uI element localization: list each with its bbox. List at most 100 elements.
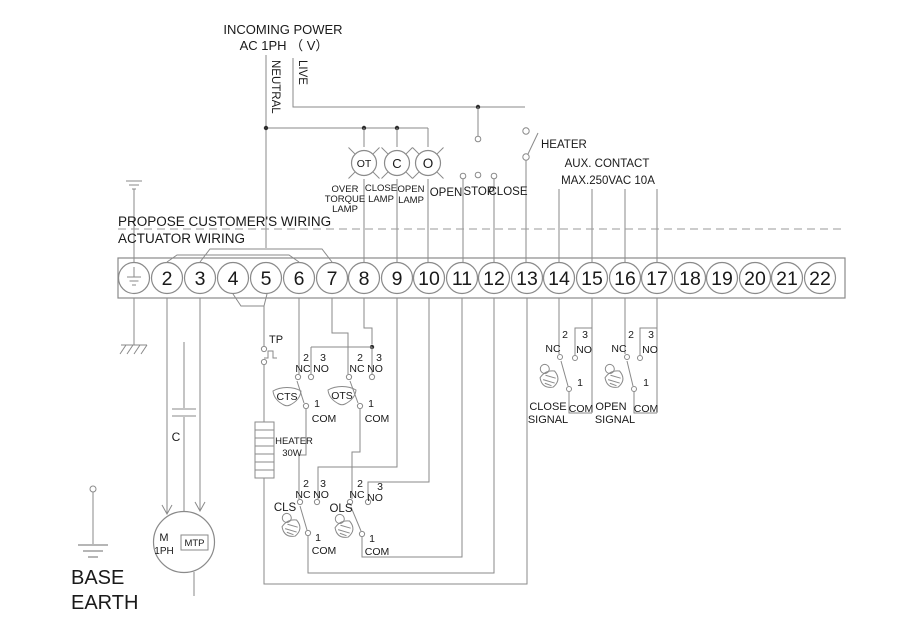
terminal-7	[315, 261, 349, 295]
ots-nc: NC	[349, 363, 365, 375]
terminal-number-3: 3	[195, 268, 206, 290]
heater-switch	[522, 127, 539, 262]
terminal-22	[803, 261, 837, 295]
terminal-number-22: 22	[809, 268, 831, 290]
terminal-number-10: 10	[418, 268, 440, 290]
indicator-lamps	[348, 128, 444, 262]
ols-com-num: 1	[369, 533, 375, 545]
cls-com-num: 1	[315, 532, 321, 544]
neutral-label: NEUTRAL	[269, 60, 281, 114]
cts-nc: NC	[295, 363, 311, 375]
terminal-earth	[117, 261, 151, 295]
actuator-earth	[119, 298, 148, 355]
base-earth-symbol	[78, 485, 108, 558]
open-signal-nc-num: 2	[628, 329, 634, 341]
terminal-number-5: 5	[261, 268, 272, 290]
cls-name: CLS	[274, 502, 297, 514]
open-signal-switch	[599, 298, 658, 414]
ot-caption-3: LAMP	[332, 204, 358, 215]
terminal-3	[183, 261, 217, 295]
cls-no-num: 3	[320, 478, 326, 490]
ac-line-label: AC 1PH （ V）	[240, 38, 329, 53]
c-lamp-symbol: C	[392, 156, 401, 171]
ot-caption-2: TORQUE	[325, 194, 365, 205]
incoming-power-label: INCOMING POWER	[223, 22, 342, 37]
stop-button-terminal-top	[474, 135, 482, 143]
cts-com-num: 1	[314, 398, 320, 410]
close-signal-no: NO	[576, 344, 592, 356]
cts-name: CTS	[277, 391, 298, 403]
o-lamp-symbol: O	[423, 156, 434, 171]
ols-com: COM	[365, 546, 390, 558]
ols-name: OLS	[329, 503, 352, 515]
live-label: LIVE	[296, 60, 308, 85]
motor-phase-label: 1PH	[154, 546, 173, 557]
terminal-number-20: 20	[744, 268, 766, 290]
open-signal-com: COM	[634, 403, 659, 415]
terminal-16	[608, 261, 642, 295]
over-torque-lamp-icon	[350, 149, 378, 177]
terminal-11	[445, 261, 479, 295]
terminal-number-7: 7	[327, 268, 338, 290]
o-caption-2: LAMP	[398, 195, 424, 206]
open-signal-com-num: 1	[643, 377, 649, 389]
open-signal-no: NO	[642, 344, 658, 356]
aux-contact-line1: AUX. CONTACT	[565, 158, 650, 170]
terminal-13	[510, 261, 544, 295]
cls-nc: NC	[295, 489, 311, 501]
pushbutton-points	[459, 107, 498, 262]
cls-no: NO	[313, 489, 329, 501]
close-button-label: CLOSE	[489, 186, 528, 198]
ots-name: OTS	[331, 390, 353, 402]
aux-contact-stubs	[558, 189, 658, 262]
cts-com: COM	[312, 413, 337, 425]
ots-com: COM	[365, 413, 390, 425]
terminal-number-2: 2	[162, 268, 173, 290]
motor-circuit	[152, 298, 216, 596]
terminal-6	[282, 261, 316, 295]
close-signal-no-num: 3	[582, 329, 588, 341]
ols-no-num: 3	[377, 481, 383, 493]
mtp-box	[180, 534, 209, 551]
limit-switches	[276, 298, 495, 574]
thermal-protector	[260, 306, 277, 422]
terminal-number-16: 16	[614, 268, 636, 290]
terminal-12	[477, 261, 511, 295]
terminal-20	[738, 261, 772, 295]
close-lamp-icon	[383, 149, 411, 177]
tp-label: TP	[269, 334, 283, 346]
open-signal-nc: NC	[611, 343, 627, 355]
cts-nc-num: 2	[303, 352, 309, 364]
open-signal-no-num: 3	[648, 329, 654, 341]
terminal-number-14: 14	[548, 268, 570, 290]
motor-icon	[152, 510, 216, 574]
heater-switch-label: HEATER	[541, 139, 587, 151]
ols-nc-num: 2	[357, 478, 363, 490]
open-lamp-icon	[414, 149, 442, 177]
terminal-2	[150, 261, 184, 295]
stop-button-terminal-bottom	[474, 171, 482, 179]
ots-no: NO	[367, 363, 383, 375]
terminal-5	[249, 261, 283, 295]
terminal-number-19: 19	[711, 268, 733, 290]
incoming-power-wires	[263, 55, 525, 248]
ots-no-num: 3	[376, 352, 382, 364]
customer-wiring-label: PROPOSE CUSTOMER'S WIRING	[118, 214, 331, 229]
base-earth-word1: BASE	[71, 567, 124, 589]
terminal-jumpers-top	[166, 248, 333, 263]
customer-earth	[126, 180, 142, 262]
terminal-4	[216, 261, 250, 295]
terminal-number-6: 6	[294, 268, 305, 290]
heater-resistor-line2: 30W	[282, 448, 302, 459]
open-signal-word2: SIGNAL	[595, 414, 635, 426]
c-caption-1: CLOSE	[365, 183, 397, 194]
cls-com: COM	[312, 545, 337, 557]
capacitor-label: C	[172, 430, 181, 444]
c-caption-2: LAMP	[368, 194, 394, 205]
torque-switches	[272, 298, 376, 499]
open-signal-word1: OPEN	[595, 401, 626, 413]
terminal-number-4: 4	[228, 268, 239, 290]
ols-nc: NC	[349, 489, 365, 501]
